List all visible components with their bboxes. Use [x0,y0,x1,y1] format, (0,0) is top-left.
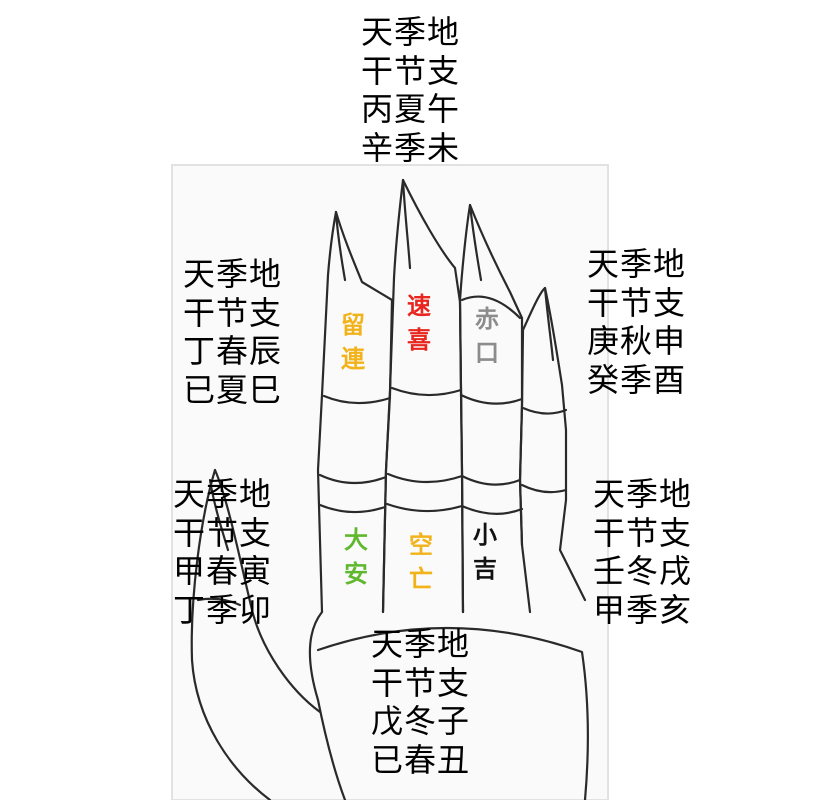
block-line: 丁季卯 [173,590,273,629]
lower-right-block: 天季地 干节支 壬冬戌 甲季亥 [593,475,692,629]
finger-char: 小 [473,521,497,549]
finger-char: 空 [409,531,433,559]
finger-char: 留 [341,311,365,339]
block-line: 丙夏午 [361,90,461,128]
block-line: 天季地 [593,475,693,513]
block-line: 天季地 [183,255,283,293]
index-joint-2 [318,473,388,485]
block-line: 天季地 [371,625,471,663]
block-line: 丁春辰 [183,332,283,370]
little-joint-1 [521,406,568,415]
block-line: 天季地 [173,475,273,513]
block-line: 甲春寅 [173,552,273,590]
finger-label-liulian: 留 連 [333,308,373,376]
bottom-block: 天季地 干节支 戊冬子 已春丑 [371,625,470,779]
upper-right-block: 天季地 干节支 庚秋申 癸季酉 [587,245,686,399]
top-block: 天季地 干节支 丙夏午 辛季未 [361,13,460,167]
finger-char: 口 [475,339,499,367]
ring-joint-1 [459,393,524,405]
ring-finger-tip [460,295,522,320]
finger-char: 喜 [407,326,431,354]
finger-char: 安 [344,560,368,588]
paper-panel [171,164,609,800]
index-joint-3 [318,503,387,514]
finger-label-suxi: 速 喜 [399,289,439,357]
palm-outline [308,610,347,800]
finger-char: 連 [341,345,365,373]
block-line: 天季地 [361,13,461,51]
finger-char: 速 [407,292,431,320]
block-line: 辛季未 [361,128,461,167]
finger-char: 赤 [475,305,499,333]
block-line: 已春丑 [371,740,471,779]
thumb-joint [196,597,242,607]
thumb-outline [190,468,272,800]
index-joint-1 [322,394,392,405]
block-line: 庚秋申 [587,322,687,360]
finger-char: 亡 [409,565,433,593]
little-finger-nail [543,286,555,362]
block-line: 干节支 [183,293,283,332]
finger-label-daan: 大 安 [336,523,376,591]
finger-char: 大 [344,526,368,554]
block-line: 干节支 [361,51,461,90]
block-line: 戊冬子 [371,702,471,740]
finger-label-xiaoji: 小 吉 [465,518,505,586]
palm-base [316,626,589,800]
block-line: 已夏巳 [183,370,283,409]
little-joint-2 [520,483,568,494]
block-line: 干节支 [587,283,687,322]
block-line: 天季地 [587,245,687,283]
ring-joint-2 [460,474,522,486]
middle-finger-nail [401,178,412,270]
thumb-nail [208,478,230,552]
finger-label-chikou: 赤 口 [467,302,507,370]
ring-finger-nail [468,203,483,282]
middle-joint-1 [390,386,463,397]
thumb-inner [213,468,322,714]
ring-joint-3 [460,504,524,515]
finger-char: 吉 [473,555,497,583]
middle-joint-3 [385,502,464,513]
index-finger-nail [334,210,347,282]
lower-left-block: 天季地 干节支 甲春寅 丁季卯 [173,475,272,629]
block-line: 干节支 [371,663,471,702]
block-line: 干节支 [593,513,693,552]
block-line: 干节支 [173,513,273,552]
upper-left-block: 天季地 干节支 丁春辰 已夏巳 [183,255,282,409]
block-line: 壬冬戌 [593,552,693,590]
finger-label-kongwang: 空 亡 [401,528,441,596]
middle-joint-2 [386,472,464,484]
block-line: 癸季酉 [587,360,687,399]
block-line: 甲季亥 [593,590,693,629]
